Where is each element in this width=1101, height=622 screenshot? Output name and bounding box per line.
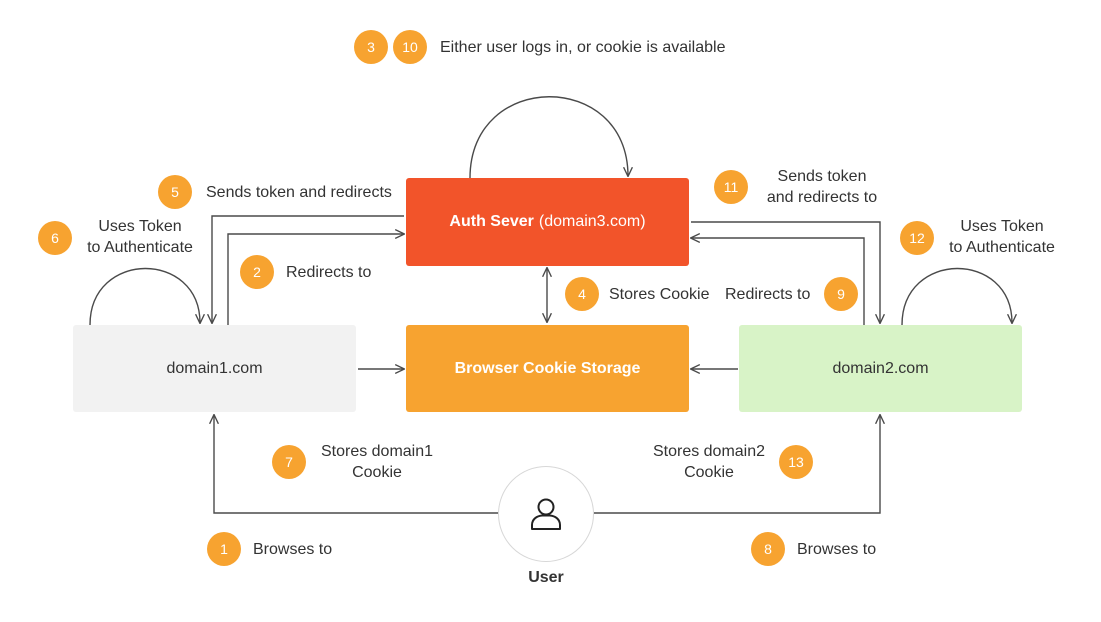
user-avatar-circle — [498, 466, 594, 562]
step-badge-12: 12 — [900, 221, 934, 255]
step-6-label: Uses Token to Authenticate — [78, 216, 202, 258]
step-2-label: Redirects to — [286, 264, 372, 281]
step-badge-5: 5 — [158, 175, 192, 209]
user-to-domain1-arrow — [214, 415, 498, 514]
step-7-label: Stores domain1 Cookie — [312, 441, 442, 483]
step-4-label: Stores Cookie — [609, 286, 710, 303]
auth-server-name: Auth Sever — [449, 213, 534, 230]
step-badge-11: 11 — [714, 170, 748, 204]
step-badge-7: 7 — [272, 445, 306, 479]
auth-server-box: Auth Sever (domain3.com) — [406, 178, 689, 266]
step-7-line2: Cookie — [352, 464, 402, 481]
cookie-storage-label: Browser Cookie Storage — [454, 359, 641, 377]
domain1-self-loop-arrow — [89, 267, 200, 326]
user-icon — [531, 498, 561, 530]
step-9-label: Redirects to — [725, 286, 811, 303]
step-13-label: Stores domain2 Cookie — [644, 441, 774, 483]
step-13-line1: Stores domain2 — [652, 443, 766, 460]
step-5-label: Sends token and redirects — [206, 184, 392, 201]
step-6-line2: to Authenticate — [87, 239, 193, 256]
domain2-label: domain2.com — [832, 359, 929, 377]
step-12-line1: Uses Token — [960, 218, 1044, 235]
auth-to-domain1-arrow — [212, 215, 404, 323]
user-to-domain2-arrow — [594, 415, 880, 514]
step-badge-8: 8 — [751, 532, 785, 566]
auth-self-loop-arrow — [469, 96, 628, 179]
step-badge-4: 4 — [565, 277, 599, 311]
step-badge-13: 13 — [779, 445, 813, 479]
auth-to-domain2-arrow — [691, 221, 880, 323]
step-badge-9: 9 — [824, 277, 858, 311]
domain2-box: domain2.com — [739, 325, 1022, 412]
domain2-self-loop-arrow — [901, 267, 1012, 326]
step-11-line1: Sends token — [777, 168, 867, 185]
step-badge-6: 6 — [38, 221, 72, 255]
step-11-line2: and redirects to — [766, 189, 878, 206]
step-13-line2: Cookie — [684, 464, 734, 481]
domain1-to-auth-arrow — [227, 234, 404, 325]
step-badge-1: 1 — [207, 532, 241, 566]
step-12-label: Uses Token to Authenticate — [940, 216, 1064, 258]
step-badge-2: 2 — [240, 255, 274, 289]
step-badge-3: 3 — [354, 30, 388, 64]
step-11-label: Sends token and redirects to — [756, 166, 888, 208]
cookie-storage-box: Browser Cookie Storage — [406, 325, 689, 412]
step-6-line1: Uses Token — [98, 218, 182, 235]
step-badge-10: 10 — [393, 30, 427, 64]
domain1-label: domain1.com — [166, 359, 263, 377]
auth-server-domain: (domain3.com) — [538, 213, 646, 230]
step-7-line1: Stores domain1 — [320, 443, 434, 460]
domain1-box: domain1.com — [73, 325, 356, 412]
header-text: Either user logs in, or cookie is availa… — [440, 39, 726, 56]
step-1-label: Browses to — [253, 541, 333, 558]
step-12-line2: to Authenticate — [949, 239, 1055, 256]
step-8-label: Browses to — [797, 541, 877, 558]
user-label: User — [528, 569, 564, 586]
domain2-to-auth-arrow — [691, 238, 865, 325]
